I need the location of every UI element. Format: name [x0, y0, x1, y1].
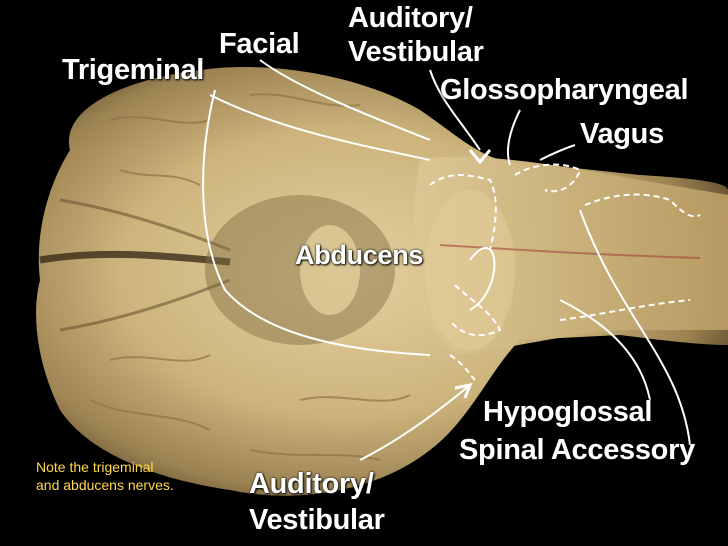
label-spinal-accessory: Spinal Accessory	[459, 434, 695, 466]
label-trigeminal: Trigeminal	[62, 54, 205, 86]
label-vagus: Vagus	[580, 118, 664, 150]
label-auditory-top-line1: Auditory/	[348, 2, 473, 34]
label-glossopharyngeal: Glossopharyngeal	[440, 74, 689, 106]
label-auditory-top-line2: Vestibular	[348, 36, 484, 68]
caption-note: Note the trigeminal and abducens nerves.	[36, 458, 174, 494]
caption-note-line1: Note the trigeminal	[36, 459, 154, 475]
label-auditory-bottom-line1: Auditory/	[249, 468, 374, 500]
caption-note-line2: and abducens nerves.	[36, 477, 174, 493]
label-hypoglossal: Hypoglossal	[483, 396, 653, 428]
label-auditory-bottom-line2: Vestibular	[249, 504, 385, 536]
label-facial: Facial	[219, 28, 300, 60]
label-abducens: Abducens	[295, 240, 424, 270]
